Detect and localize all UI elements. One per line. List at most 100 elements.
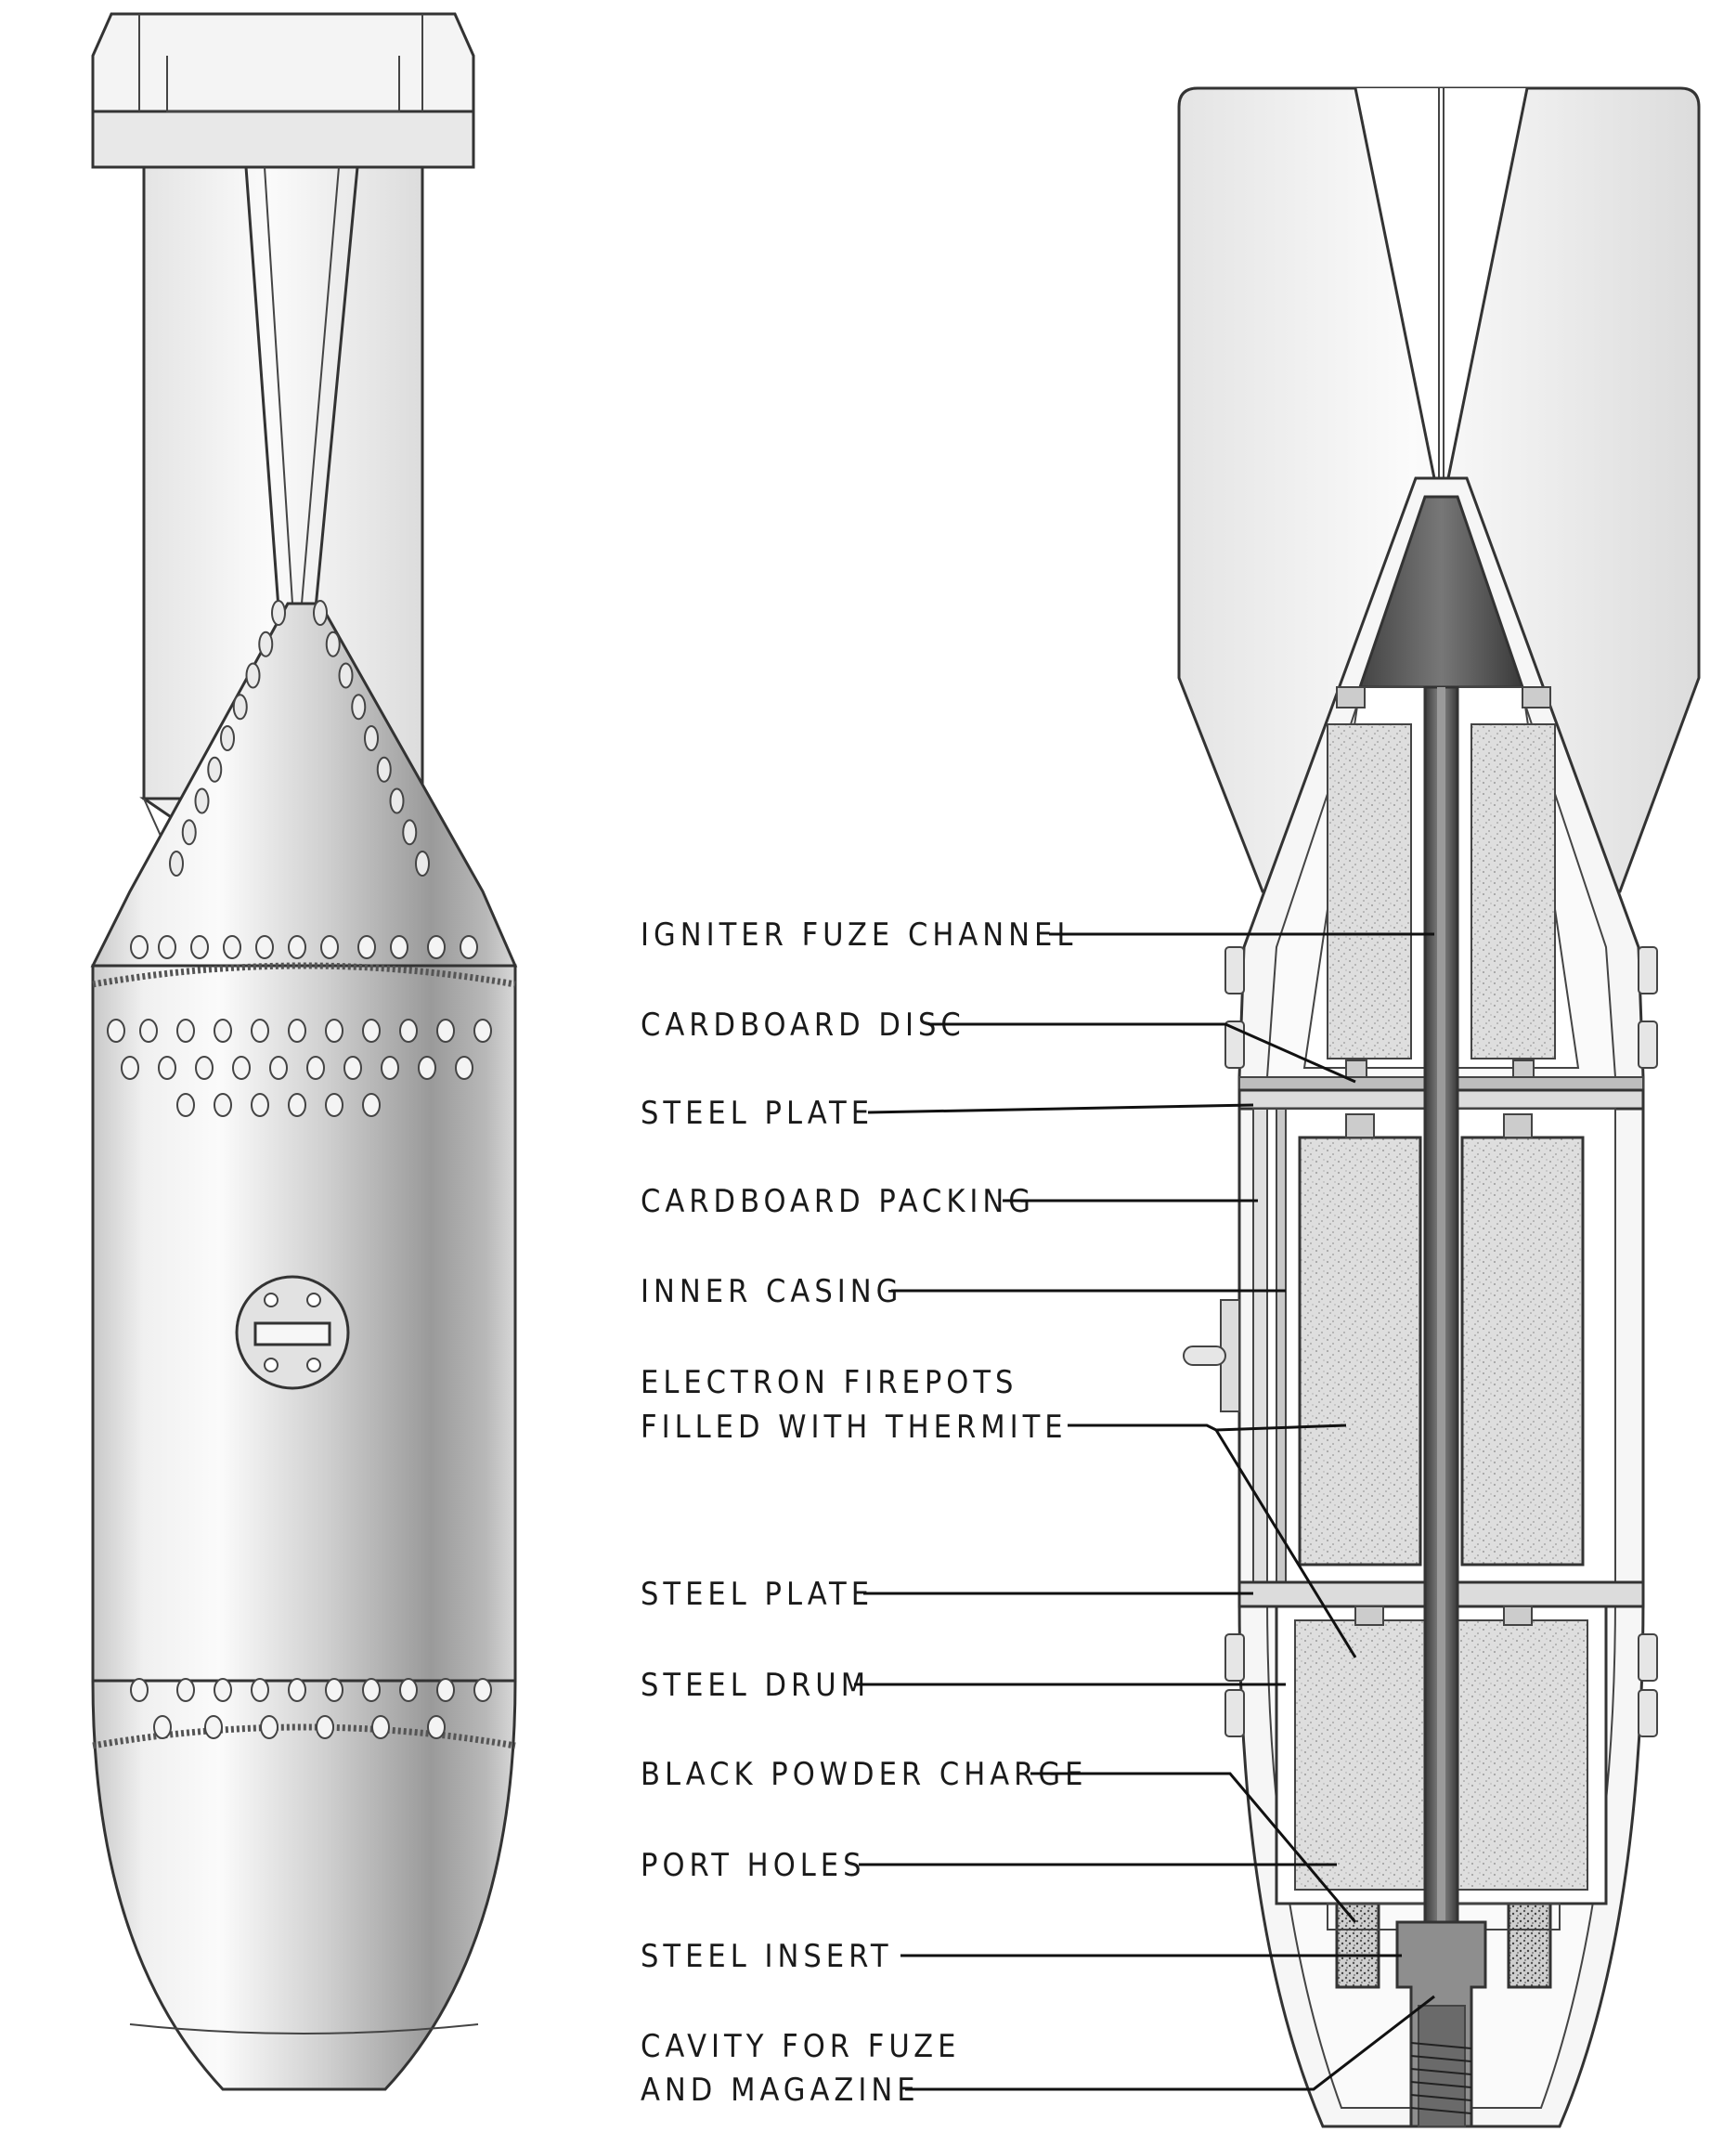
rivet-icon — [288, 1019, 306, 1043]
rivet-icon — [207, 756, 223, 783]
rivet-icon — [214, 1093, 232, 1117]
rivet-icon — [181, 819, 197, 846]
label-port-holes: PORT HOLES — [641, 1847, 866, 1884]
rivet-icon — [214, 1019, 232, 1043]
label-cardboard-disc: CARDBOARD DISC — [641, 1007, 965, 1044]
rivet-icon — [455, 1056, 473, 1080]
label-igniter-fuze-channel: IGNITER FUZE CHANNEL — [641, 916, 1077, 954]
rivet-icon — [362, 1678, 381, 1702]
rivet-icon — [121, 1056, 139, 1080]
rivet-icon — [288, 935, 306, 959]
leader-steel-plate-upper — [867, 1103, 1254, 1114]
exterior-rivets — [107, 600, 492, 1739]
rivet-icon — [130, 1678, 149, 1702]
rivet-icon — [288, 1093, 306, 1117]
rivet-icon — [232, 1056, 251, 1080]
rivet-icon — [473, 1678, 492, 1702]
rivet-icon — [427, 1715, 446, 1739]
label-steel-plate-upper: STEEL PLATE — [641, 1095, 874, 1132]
rivet-icon — [325, 630, 341, 657]
rivet-icon — [158, 935, 176, 959]
rivet-icon — [190, 935, 209, 959]
rivet-icon — [343, 1056, 362, 1080]
rivet-icon — [220, 725, 235, 751]
rivet-icon — [415, 851, 430, 877]
rivet-icon — [223, 935, 241, 959]
rivet-icon — [251, 1019, 269, 1043]
rivet-icon — [399, 1019, 418, 1043]
cutaway-view — [1177, 86, 1701, 2128]
rivet-icon — [130, 935, 149, 959]
rivet-icon — [288, 1678, 306, 1702]
rivet-icon — [204, 1715, 223, 1739]
rivet-icon — [338, 662, 354, 689]
label-cavity-for-fuze-1: CAVITY FOR FUZE — [641, 2028, 960, 2065]
rivet-icon — [176, 1019, 195, 1043]
rivet-icon — [351, 694, 367, 721]
cutaway-fuze-cavity — [1418, 2005, 1466, 2127]
rivet-icon — [214, 1678, 232, 1702]
rivet-icon — [427, 935, 446, 959]
rivet-icon — [313, 600, 328, 626]
rivet-icon — [306, 1056, 325, 1080]
rivet-icon — [460, 935, 478, 959]
rivet-icon — [362, 1093, 381, 1117]
leader-electron-firepots-drum — [1214, 1429, 1357, 1658]
labels: IGNITER FUZE CHANNEL CARDBOARD DISC STEE… — [641, 916, 1435, 2109]
rivet-icon — [325, 1678, 343, 1702]
rivet-icon — [436, 1019, 455, 1043]
rivet-icon — [389, 787, 405, 814]
rivet-icon — [232, 694, 248, 721]
label-cardboard-packing: CARDBOARD PACKING — [641, 1183, 1035, 1220]
rivet-icon — [362, 1019, 381, 1043]
carrying-lug — [235, 1275, 350, 1390]
rivet-icon — [251, 1678, 269, 1702]
rivet-icon — [371, 1715, 390, 1739]
rivet-icon — [418, 1056, 436, 1080]
leader-electron-firepots — [1068, 1424, 1347, 1432]
label-electron-firepots-2: FILLED WITH THERMITE — [641, 1409, 1068, 1446]
rivet-icon — [258, 630, 274, 657]
label-cavity-for-fuze-2: AND MAGAZINE — [641, 2072, 920, 2109]
rivet-icon — [357, 935, 376, 959]
label-steel-plate-lower: STEEL PLATE — [641, 1576, 874, 1613]
rivet-icon — [260, 1715, 279, 1739]
rivet-icon — [436, 1678, 455, 1702]
rivet-icon — [251, 1093, 269, 1117]
rivet-icon — [245, 662, 261, 689]
rivet-icon — [325, 1019, 343, 1043]
rivet-icon — [325, 1093, 343, 1117]
rivet-icon — [316, 1715, 334, 1739]
exterior-view — [90, 12, 518, 2091]
rivet-icon — [269, 1056, 288, 1080]
leader-cavity-for-fuze — [905, 1995, 1435, 2091]
rivet-icon — [473, 1019, 492, 1043]
rivet-icon — [153, 1715, 172, 1739]
label-inner-casing: INNER CASING — [641, 1273, 902, 1310]
label-electron-firepots-1: ELECTRON FIREPOTS — [641, 1364, 1017, 1401]
rivet-icon — [176, 1678, 195, 1702]
rivet-icon — [139, 1019, 158, 1043]
rivet-icon — [376, 756, 392, 783]
cutaway-firepot-right — [1460, 1136, 1585, 1566]
fuze-thread — [1410, 2042, 1472, 2114]
rivet-icon — [390, 935, 408, 959]
rivet-icon — [402, 819, 418, 846]
rivet-icon — [364, 725, 379, 751]
label-steel-drum: STEEL DRUM — [641, 1667, 870, 1704]
cutaway-black-powder-right — [1507, 1902, 1552, 1989]
cutaway-firepot-left — [1298, 1136, 1422, 1566]
leader-black-powder-charge — [1030, 1772, 1357, 1923]
rivet-icon — [399, 1678, 418, 1702]
rivet-icon — [176, 1093, 195, 1117]
label-black-powder-charge: BLACK POWDER CHARGE — [641, 1756, 1087, 1793]
rivet-icon — [107, 1019, 125, 1043]
rivet-icon — [381, 1056, 399, 1080]
cutaway-black-powder-left — [1335, 1902, 1380, 1989]
rivet-icon — [169, 851, 184, 877]
rivet-icon — [255, 935, 274, 959]
rivet-icon — [320, 935, 339, 959]
cutaway-external-clips — [1183, 946, 1658, 1737]
